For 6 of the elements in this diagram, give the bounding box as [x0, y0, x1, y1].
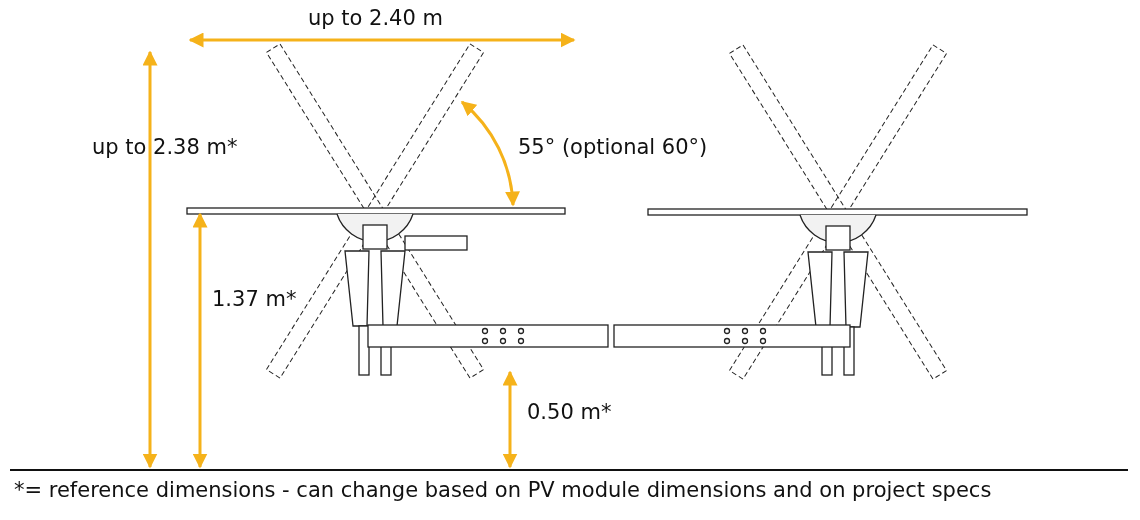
- dimension-label: 1.37 m*: [212, 287, 297, 312]
- dimension-label: up to 2.38 m*: [92, 135, 238, 160]
- footnote: *= reference dimensions - can change based on PV module dimensions and on project specs: [14, 478, 992, 503]
- angle-label: 55° (optional 60°): [518, 135, 708, 160]
- dimension-label: 0.50 m*: [527, 400, 612, 425]
- dimension-label: up to 2.40 m: [308, 6, 443, 31]
